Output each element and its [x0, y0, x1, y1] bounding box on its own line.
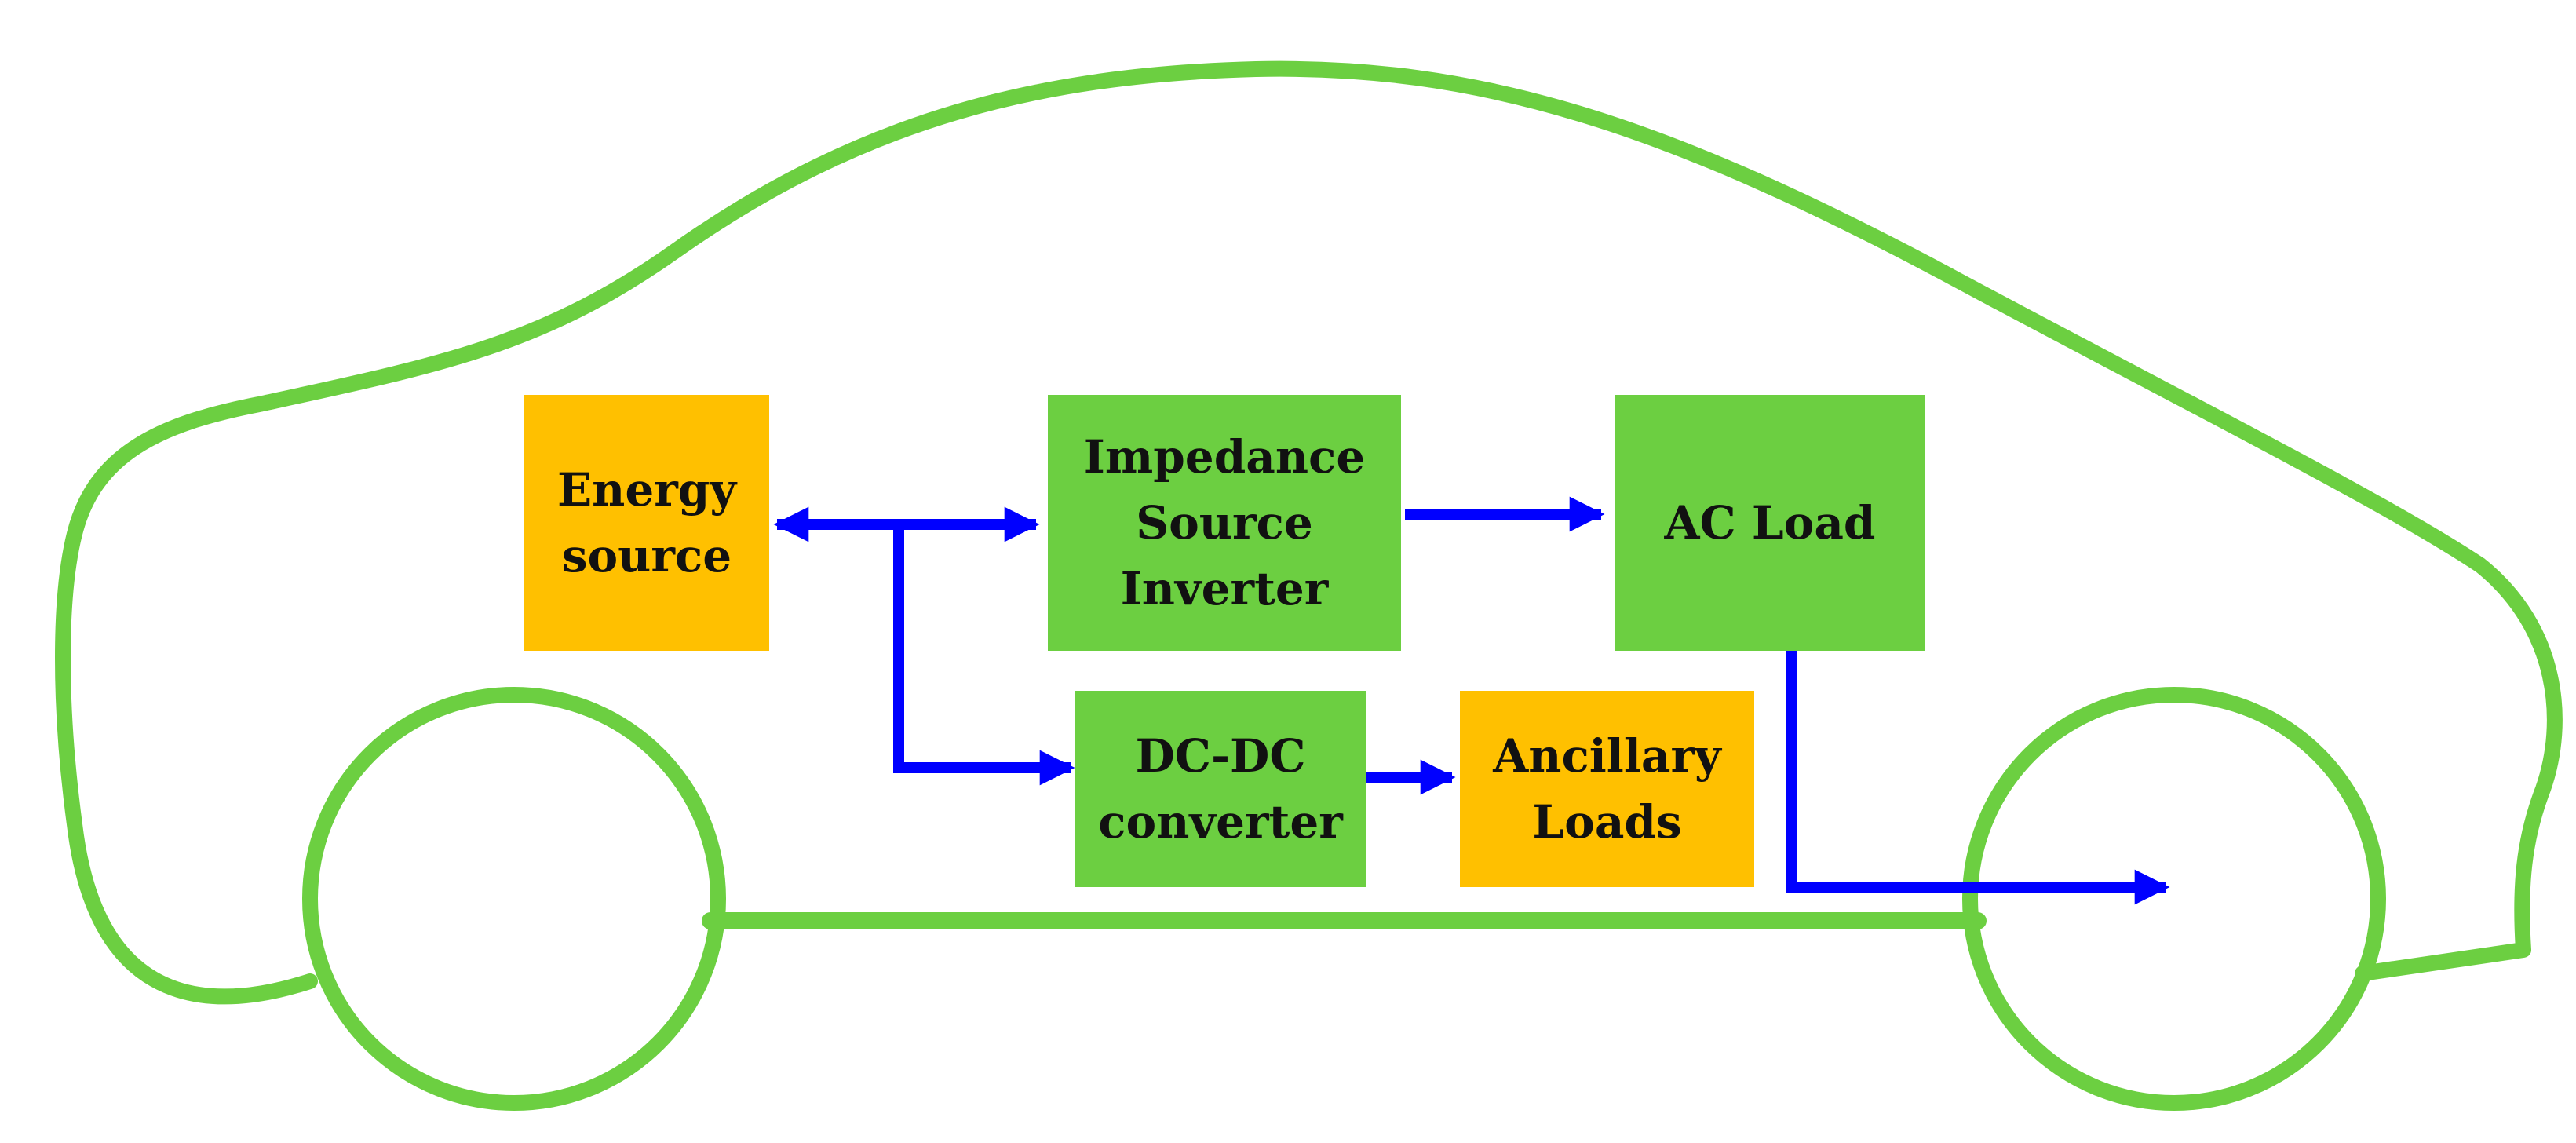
impedance-source-inverter-label: Impedance Source Inverter — [1083, 430, 1366, 615]
front-wheel — [1962, 687, 2386, 1111]
ac-load-label: AC Load — [1664, 496, 1876, 550]
dcdc-converter-block: DC-DC converter — [1075, 691, 1366, 887]
arrow-energy-to-dcdc — [893, 524, 1075, 786]
ac-load-block: AC Load — [1615, 395, 1925, 651]
energy-source-label: Energy source — [556, 463, 737, 582]
arrow-acload-to-wheel — [1786, 648, 2170, 905]
car-body-outline — [55, 60, 2563, 1005]
ancillary-loads-block: Ancillary Loads — [1460, 691, 1754, 887]
rear-wheel — [302, 687, 726, 1111]
dcdc-converter-label: DC-DC converter — [1098, 729, 1343, 849]
impedance-source-inverter-block: Impedance Source Inverter — [1048, 395, 1401, 651]
energy-source-block: Energy source — [524, 395, 769, 651]
ancillary-loads-label: Ancillary Loads — [1493, 729, 1721, 849]
